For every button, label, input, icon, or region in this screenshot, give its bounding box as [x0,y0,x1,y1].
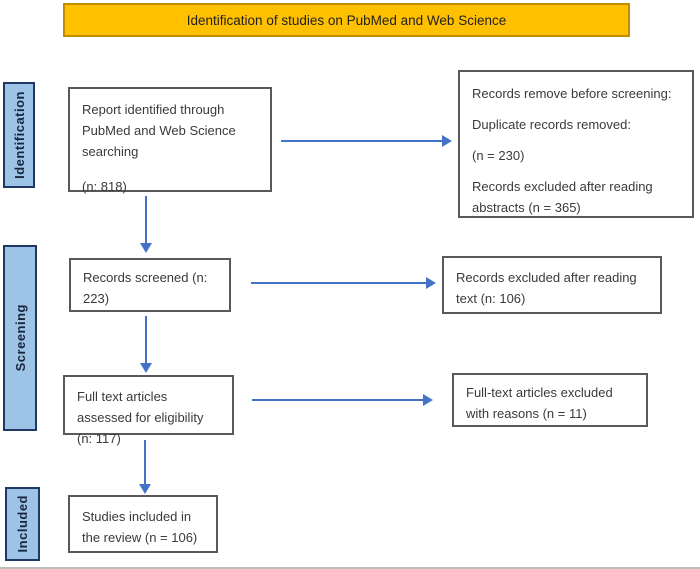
flow-box-records-removed-line3: (n = 230) [472,148,525,163]
arrow-identified-to-screened-icon [140,196,152,253]
flow-box-records-screened: Records screened (n: 223) [69,258,231,312]
stage-label-screening-text: Screening [12,304,28,372]
arrow-fulltext-to-reasons-icon [252,394,433,406]
arrow-fulltext-to-included-icon [139,440,151,494]
diagram-title-banner: Identification of studies on PubMed and … [63,3,630,37]
flow-box-fulltext-excluded: Full-text articles excluded with reasons… [452,373,648,427]
stage-label-included-text: Included [15,495,30,553]
flow-box-records-removed: Records remove before screening: Duplica… [458,70,694,218]
flow-box-records-excluded-text-text: Records excluded after reading text (n: … [456,270,637,306]
flow-box-records-removed-line4: Records excluded after reading abstracts… [472,179,653,215]
flow-box-records-removed-line1: Records remove before screening: [472,86,672,101]
flow-box-records-removed-line2: Duplicate records removed: [472,117,631,132]
flow-box-fulltext-assessed: Full text articles assessed for eligibil… [63,375,234,446]
stage-label-identification: Identification [3,82,35,188]
flow-box-fulltext-assessed-text: Full text articles assessed for eligibil… [77,389,204,446]
stage-label-screening: Screening [3,245,37,431]
arrow-screened-to-excluded-icon [251,277,436,289]
flow-box-records-screened-text: Records screened (n: 223) [83,270,208,306]
flow-box-records-identified: Report identified through PubMed and Web… [68,87,272,194]
arrow-screened-to-fulltext-icon [140,316,152,373]
flow-box-records-excluded-text: Records excluded after reading text (n: … [442,256,662,314]
flow-box-studies-included-text: Studies included in the review (n = 106) [82,509,198,545]
flow-box-studies-included: Studies included in the review (n = 106) [68,495,218,553]
flow-box-fulltext-excluded-text: Full-text articles excluded with reasons… [466,385,613,421]
flow-box-records-identified-text: Report identified through PubMed and Web… [82,102,236,159]
arrow-identified-to-removed-icon [281,135,452,147]
flow-box-records-identified-count: (n: 818) [82,179,127,194]
stage-label-included: Included [5,487,40,561]
stage-label-identification-text: Identification [11,91,27,179]
diagram-title: Identification of studies on PubMed and … [186,12,507,28]
